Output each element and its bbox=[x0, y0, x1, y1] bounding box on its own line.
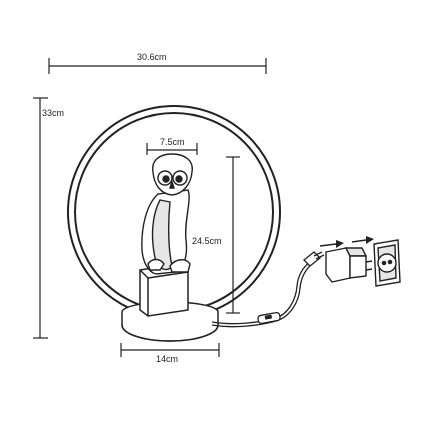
owl-figure bbox=[141, 153, 193, 275]
width-label: 30.6cm bbox=[137, 52, 167, 62]
head-width-label: 7.5cm bbox=[160, 137, 185, 147]
cable-connector-icon bbox=[303, 251, 325, 267]
owl-height-label: 24.5cm bbox=[191, 236, 223, 246]
wall-socket-icon bbox=[373, 239, 401, 287]
width-dimension-line bbox=[48, 58, 267, 74]
height-dimension-line bbox=[33, 97, 48, 339]
height-label: 33cm bbox=[42, 108, 65, 118]
power-cable bbox=[211, 261, 313, 328]
owl-height-dimension-line bbox=[226, 156, 240, 314]
owl-pedestal bbox=[139, 263, 189, 317]
base-width-label: 14cm bbox=[156, 354, 179, 364]
inline-switch bbox=[257, 311, 281, 325]
power-adapter-icon bbox=[325, 247, 373, 283]
connection-arrows-icon bbox=[319, 236, 374, 248]
head-width-dimension-line bbox=[146, 143, 198, 155]
base-width-dimension-line bbox=[120, 343, 220, 357]
